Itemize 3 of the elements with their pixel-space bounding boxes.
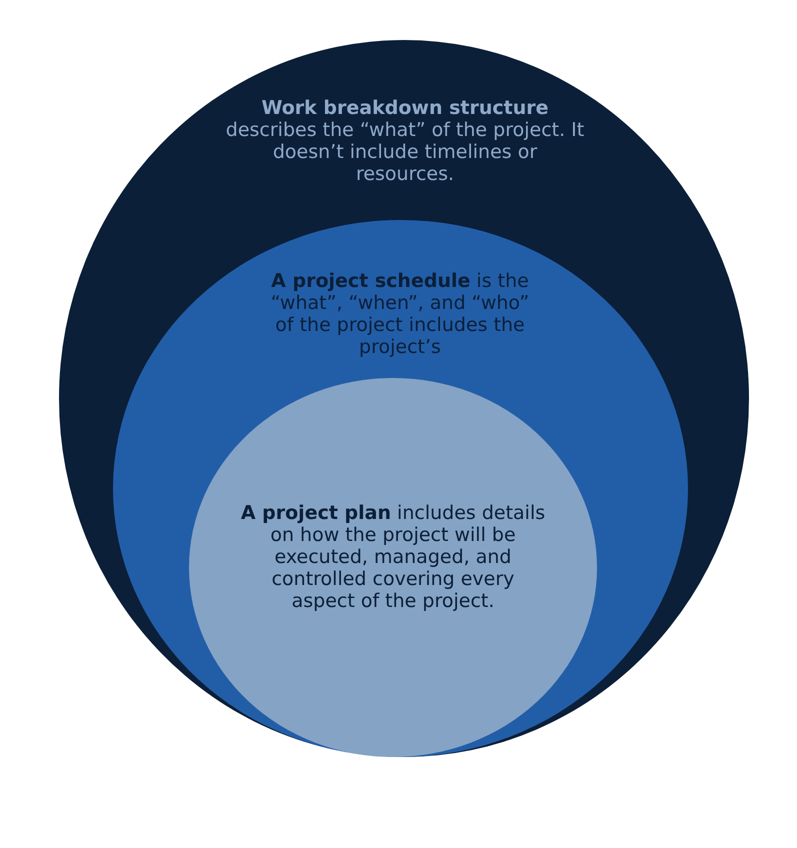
description-text: A project schedule is the “what”, “when”, and “who” of the project includes the project’s [270,270,530,358]
description-text: Work breakdown structure describes the “what” of the project. It doesn’t include timelines or resources. [225,97,585,185]
description-text: A project plan includes details on how the project will be executed, managed, and controlled covering every aspect of the project. [240,502,546,612]
